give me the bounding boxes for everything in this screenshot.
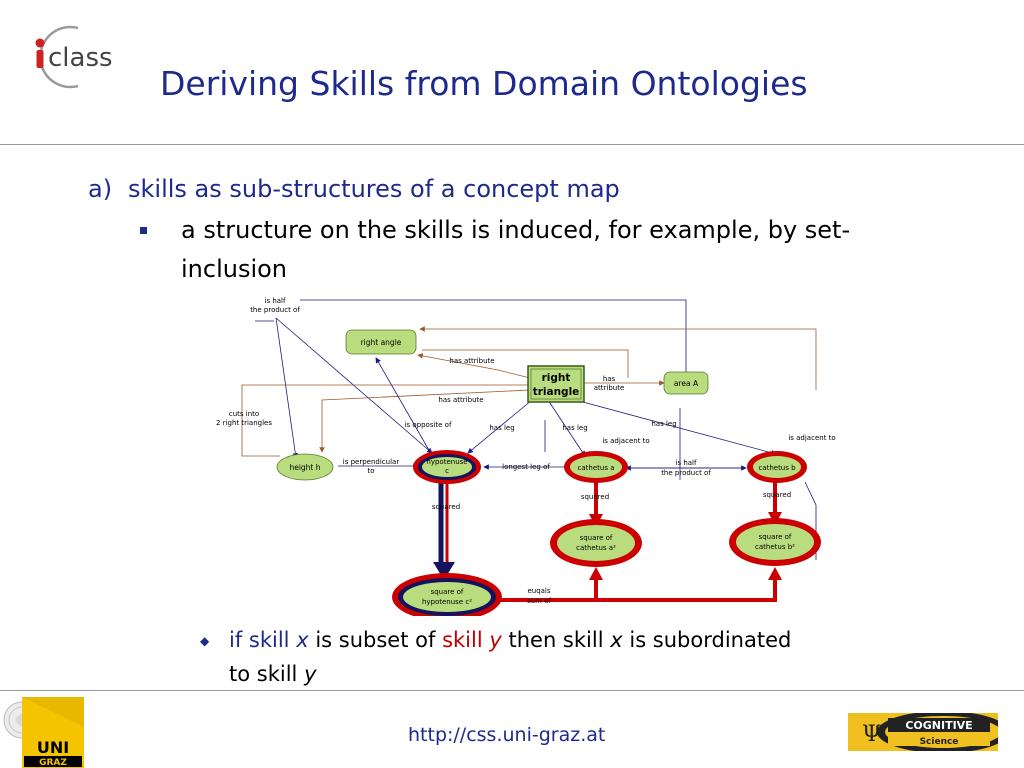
svg-text:square of: square of <box>580 534 613 542</box>
svg-text:c: c <box>445 467 449 475</box>
if-skill-text: if skill <box>229 628 290 652</box>
diamond-bullet-icon: ◆ <box>200 634 210 648</box>
cognitive-science-logo: Ψ COGNITIVE Science <box>848 713 998 751</box>
svg-text:Science: Science <box>920 737 959 747</box>
skill-red-text: skill <box>442 628 483 652</box>
node-right-angle: right angle <box>345 329 417 355</box>
svg-text:is half: is half <box>676 459 697 467</box>
skill-y-var: y <box>489 628 502 652</box>
skill-node-cathetus-b: cathetus b <box>747 451 807 483</box>
square-bullet-icon <box>140 227 147 234</box>
svg-text:squared: squared <box>763 491 791 499</box>
skill-x2-var: x <box>610 628 623 652</box>
svg-text:has leg: has leg <box>651 420 676 428</box>
skill-node-cathetus-a: cathetus a <box>564 451 628 483</box>
iclass-logo: class <box>35 25 113 89</box>
svg-text:2 right triangles: 2 right triangles <box>216 419 272 427</box>
svg-text:cathetus a: cathetus a <box>578 464 615 472</box>
svg-text:COGNITIVE: COGNITIVE <box>905 719 972 732</box>
node-height-h: height h <box>276 453 334 481</box>
svg-text:sum of: sum of <box>527 597 551 605</box>
svg-text:longest leg of: longest leg of <box>502 463 550 471</box>
svg-text:cathetus a²: cathetus a² <box>576 544 616 552</box>
svg-text:right: right <box>542 372 571 384</box>
svg-text:has leg: has leg <box>562 424 587 432</box>
bullet-level1: a) skills as sub-structures of a concept … <box>88 175 620 203</box>
svg-text:height h: height h <box>289 463 320 472</box>
svg-text:GRAZ: GRAZ <box>39 758 67 768</box>
bullet-b-line2: inclusion <box>181 255 288 283</box>
svg-text:has attribute: has attribute <box>438 396 483 404</box>
is-subset-text: is subset of <box>315 628 436 652</box>
svg-text:is half: is half <box>265 297 286 305</box>
skill-y2-var: y <box>304 662 317 686</box>
svg-text:cathetus b²: cathetus b² <box>755 543 795 551</box>
svg-text:to: to <box>367 467 374 475</box>
node-area-a: area A <box>663 371 709 395</box>
concept-map-link-labels: is half the product of has attribute has… <box>216 297 836 605</box>
skill-node-square-cathetus-a: square of cathetus a² <box>550 519 642 567</box>
skill-structure-arrows <box>433 482 782 602</box>
svg-text:attribute: attribute <box>594 384 625 392</box>
svg-text:is adjacent to: is adjacent to <box>602 437 649 445</box>
uni-graz-logo: UNI GRAZ <box>22 697 84 768</box>
svg-text:cuts into: cuts into <box>229 410 259 418</box>
then-skill-text: then skill <box>508 628 604 652</box>
page-title: Deriving Skills from Domain Ontologies <box>160 64 808 103</box>
bullet-c-line2: to skill y <box>229 662 317 686</box>
svg-text:UNI: UNI <box>37 738 69 757</box>
footer-divider <box>0 690 1024 691</box>
psi-icon: Ψ <box>862 722 881 747</box>
svg-text:squared: squared <box>432 503 460 511</box>
bullet-c-line1: if skill x is subset of skill y then ski… <box>229 628 791 652</box>
svg-text:class: class <box>48 43 113 73</box>
bullet-a-marker: a) <box>88 175 113 203</box>
skill-node-square-hypotenuse: square of hypotenuse c² <box>392 573 502 616</box>
is-subordinated-text: is subordinated <box>629 628 792 652</box>
svg-text:is adjacent to: is adjacent to <box>788 434 835 442</box>
svg-text:squared: squared <box>581 493 609 501</box>
svg-text:euqals: euqals <box>527 587 550 595</box>
svg-text:cathetus b: cathetus b <box>758 464 796 472</box>
bullet-b-line1: a structure on the skills is induced, fo… <box>181 216 851 244</box>
title-divider <box>0 144 1024 145</box>
svg-text:area A: area A <box>674 379 699 388</box>
svg-text:triangle: triangle <box>533 386 580 398</box>
svg-text:has leg: has leg <box>489 424 514 432</box>
svg-text:has: has <box>603 375 616 383</box>
footer-url[interactable]: http://css.uni-graz.at <box>408 724 606 746</box>
bullet-a-text: skills as sub-structures of a concept ma… <box>128 175 620 203</box>
svg-text:hypotenuse c²: hypotenuse c² <box>422 598 472 606</box>
svg-text:is opposite of: is opposite of <box>405 421 452 429</box>
svg-text:right angle: right angle <box>361 338 402 347</box>
svg-text:hypotenuse: hypotenuse <box>426 458 467 466</box>
skill-node-square-cathetus-b: square of cathetus b² <box>729 518 821 566</box>
svg-text:square of: square of <box>431 588 464 596</box>
svg-text:the product of: the product of <box>250 306 300 314</box>
concept-map-diagram: right angle right triangle area A height… <box>216 297 836 616</box>
svg-text:square of: square of <box>759 533 792 541</box>
svg-text:the product of: the product of <box>661 469 711 477</box>
svg-text:is perpendicular: is perpendicular <box>343 458 400 466</box>
to-skill-text: to skill <box>229 662 298 686</box>
skill-x-var: x <box>296 628 309 652</box>
node-right-triangle: right triangle <box>527 365 585 403</box>
svg-text:has attribute: has attribute <box>449 357 494 365</box>
skill-node-hypotenuse: hypotenuse c <box>413 450 481 484</box>
concept-map-links <box>241 299 817 560</box>
